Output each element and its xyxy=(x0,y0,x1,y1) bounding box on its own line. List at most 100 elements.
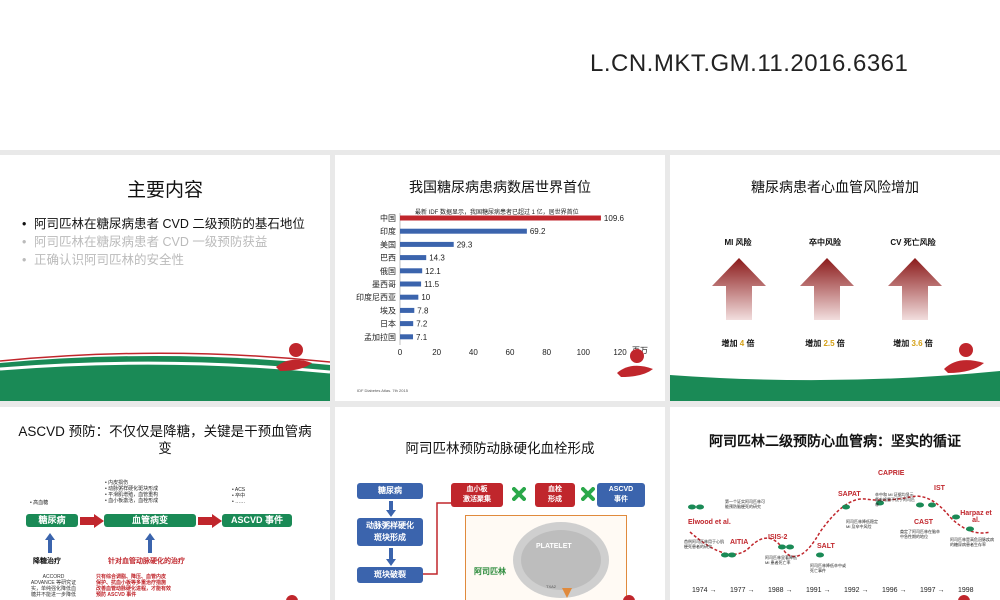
mid-detail: 只有综合调脂、降压、血管内皮保护、抗血小板等多重治疗措施改善血管动脉硬化进程，才… xyxy=(96,574,172,598)
study-note: 阿司匹林降低稳定 MI 及卒中风险 xyxy=(846,519,878,529)
agenda-item: 正确认识阿司匹林的安全性 xyxy=(22,251,322,269)
runner-logo-icon xyxy=(276,343,312,371)
data-label: 12.1 xyxy=(425,267,441,276)
up-arrow-icon xyxy=(712,258,766,320)
bar xyxy=(400,334,414,340)
year-label: 1988 → xyxy=(768,587,793,594)
bar xyxy=(400,228,527,234)
slide-thumbnail-2[interactable]: 我国糖尿病患病数居世界首位 最新 IDF 数据显示，我国糖尿病患者已超过 1 亿… xyxy=(335,155,665,401)
risk-label: CV 死亡风险 xyxy=(890,238,936,247)
category-label: 印度尼西亚 xyxy=(356,292,396,302)
rupture-box: 斑块破裂 xyxy=(357,567,423,583)
risk-value: 增加 3.6 倍 xyxy=(893,339,933,348)
runner-logo-icon xyxy=(286,595,298,600)
data-label: 7.2 xyxy=(416,320,428,329)
platelet-illustration: PLATELET xyxy=(513,522,609,598)
platelet-box: 血小板 激活聚集 xyxy=(451,483,503,507)
ascvd-box: ASCVD 事件 xyxy=(222,514,292,527)
study-label: Harpaz et al. xyxy=(960,510,992,524)
block-x-icon xyxy=(581,487,595,501)
category-label: 印度 xyxy=(380,226,396,236)
vascular-box: 血管病变 xyxy=(104,514,196,527)
plaque-box: 动脉粥样硬化 斑块形成 xyxy=(357,518,423,546)
slide-thumbnail-6[interactable]: 阿司匹林二级预防心血管病：坚实的循证 Elwood et al. AITIA I… xyxy=(670,407,1000,600)
arrow-down-icon xyxy=(386,501,396,517)
tick-label: 20 xyxy=(432,348,441,357)
year-label: 1991 → xyxy=(806,587,831,594)
aspirin-label: 阿司匹林 xyxy=(474,567,506,576)
slide-title: 糖尿病患者心血管风险增加 xyxy=(751,179,919,195)
study-note: 阿司匹林降低卒中或死亡事件 xyxy=(810,563,846,573)
right-notes: • ACS• 卒中• …… xyxy=(232,487,246,505)
arrow-down-icon xyxy=(386,548,396,566)
bar xyxy=(400,268,423,274)
slide-title: 阿司匹林二级预防心血管病：坚实的循证 xyxy=(709,433,961,449)
treat-label: 针对血管动脉硬化的治疗 xyxy=(108,558,185,565)
year-axis: 1974 → 1977 → 1988 → 1991 → 1992 → 1996 → 1997… xyxy=(670,587,1000,599)
txa-label: TXA2 xyxy=(546,584,557,589)
study-label: CAPRIE xyxy=(878,470,905,477)
year-label: 1992 → xyxy=(844,587,869,594)
arrow-right-icon xyxy=(198,514,222,528)
tick-label: 60 xyxy=(506,348,515,357)
runner-logo-icon xyxy=(944,343,984,373)
platelet-text: PLATELET xyxy=(536,543,572,550)
tick-label: 100 xyxy=(577,348,591,357)
slide-thumbnail-1[interactable]: 主要内容 阿司匹林在糖尿病患者 CVD 二级预防的基石地位 阿司匹林在糖尿病患者… xyxy=(0,155,330,401)
category-label: 日本 xyxy=(380,319,396,329)
bar xyxy=(400,241,454,247)
category-label: 中国 xyxy=(380,213,396,223)
study-note: 首例阿司匹林用于心肌梗死患者的研究 xyxy=(684,539,724,549)
category-label: 墨西哥 xyxy=(372,280,396,289)
arrow-up-icon xyxy=(145,533,155,553)
title-slide[interactable]: L.CN.MKT.GM.11.2016.6361 xyxy=(0,0,1000,150)
bar xyxy=(400,215,601,221)
up-arrow-icon xyxy=(888,258,942,320)
year-label: 1977 → xyxy=(730,587,755,594)
bar xyxy=(400,281,422,287)
document-code: L.CN.MKT.GM.11.2016.6361 xyxy=(590,50,909,77)
slide-thumbnail-5[interactable]: 阿司匹林预防动脉硬化血栓形成 糖尿病 动脉粥样硬化 斑块形成 斑块破裂 血小板 … xyxy=(335,407,665,600)
runner-logo-icon xyxy=(617,349,653,377)
risk-value: 增加 4 倍 xyxy=(721,339,755,348)
data-label: 69.2 xyxy=(530,227,546,236)
bar xyxy=(400,255,427,261)
year-label: 1974 → xyxy=(692,587,717,594)
mechanism-panel: PLATELET 阿司匹林 TXA2 xyxy=(465,515,627,600)
risk-value: 增加 2.5 倍 xyxy=(805,339,845,348)
tick-label: 0 xyxy=(398,348,403,357)
study-label: IST xyxy=(934,485,945,492)
timeline-wave xyxy=(688,495,991,558)
category-label: 巴西 xyxy=(380,254,396,263)
study-label: ISIS-2 xyxy=(768,534,788,541)
slide-thumbnail-4[interactable]: ASCVD 预防：不仅仅是降糖，关键是干预血管病变 • 高血糖 • 内皮损伤• … xyxy=(0,407,330,600)
diabetes-box: 糖尿病 xyxy=(357,483,423,499)
data-label: 7.1 xyxy=(416,333,428,342)
study-label: CAST xyxy=(914,519,934,526)
slide-title: 我国糖尿病患病数居世界首位 xyxy=(409,179,591,195)
tick-label: 40 xyxy=(469,348,478,357)
green-wave-band xyxy=(670,368,1000,401)
data-label: 109.6 xyxy=(604,214,625,223)
source-note: IDF Diabetes Atlas. 7th 2015 xyxy=(357,388,408,393)
block-x-icon xyxy=(512,487,526,501)
category-label: 埃及 xyxy=(380,305,396,315)
year-label: 1996 → xyxy=(882,587,907,594)
year-label: 1997 → xyxy=(920,587,945,594)
bar xyxy=(400,321,414,327)
treat-label: 降糖治疗 xyxy=(33,558,61,565)
study-note: 阿司匹林显著降低 MI 患者死亡率 xyxy=(765,555,797,565)
study-note: 奠定了阿司匹林在脑卒中急性期的地位 xyxy=(900,529,940,539)
runner-logo-icon xyxy=(958,595,970,600)
data-label: 14.3 xyxy=(429,254,445,263)
slide-thumbnail-3[interactable]: 糖尿病患者心血管风险增加 MI 风险 卒中风险 CV 死亡风险 增加 4 倍 增… xyxy=(670,155,1000,401)
study-label: Elwood et al. xyxy=(688,519,731,526)
slide-title: ASCVD 预防：不仅仅是降糖，关键是干预血管病变 xyxy=(18,424,312,456)
arrow-right-icon xyxy=(80,514,104,528)
data-label: 11.5 xyxy=(424,280,440,289)
slide-title: 阿司匹林预防动脉硬化血栓形成 xyxy=(405,441,595,456)
enzyme-icon xyxy=(562,588,572,598)
risk-label: 卒中风险 xyxy=(809,238,841,247)
mid-notes: • 内皮损伤• 动脉粥样硬化斑块形成• 平滑肌增殖，血管重构• 血小板激活，血栓… xyxy=(105,480,159,504)
